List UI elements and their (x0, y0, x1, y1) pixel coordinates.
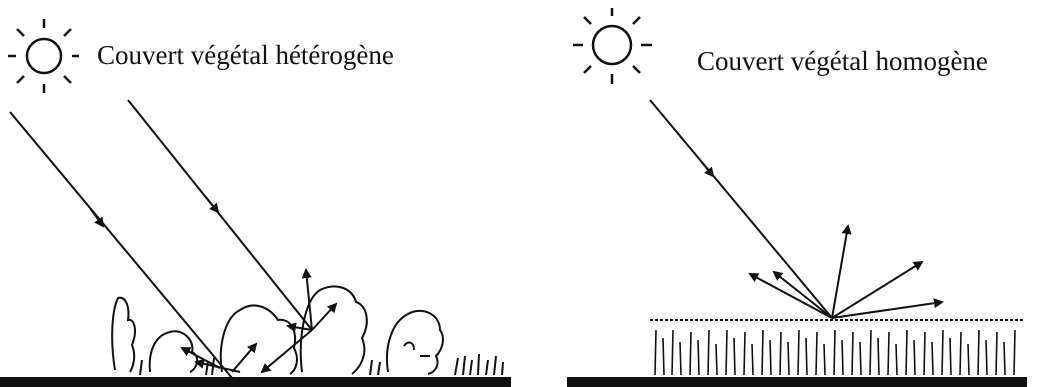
ground-right (567, 377, 1027, 387)
heterogeneous-vegetation (112, 286, 503, 375)
title-heterogeneous-cover: Couvert végétal hétérogène (97, 42, 394, 69)
reflected-rays-right (750, 226, 942, 318)
scattered-rays-left (182, 270, 336, 372)
sun-icon-left (8, 19, 79, 93)
ground-left (0, 377, 511, 387)
grass-tufts-left (140, 354, 503, 375)
left-panel (0, 19, 511, 387)
incoming-ray-right (650, 100, 832, 318)
title-homogeneous-cover: Couvert végétal homogène (697, 48, 988, 75)
sun-icon-right (573, 8, 652, 84)
homogeneous-vegetation (650, 320, 1025, 375)
